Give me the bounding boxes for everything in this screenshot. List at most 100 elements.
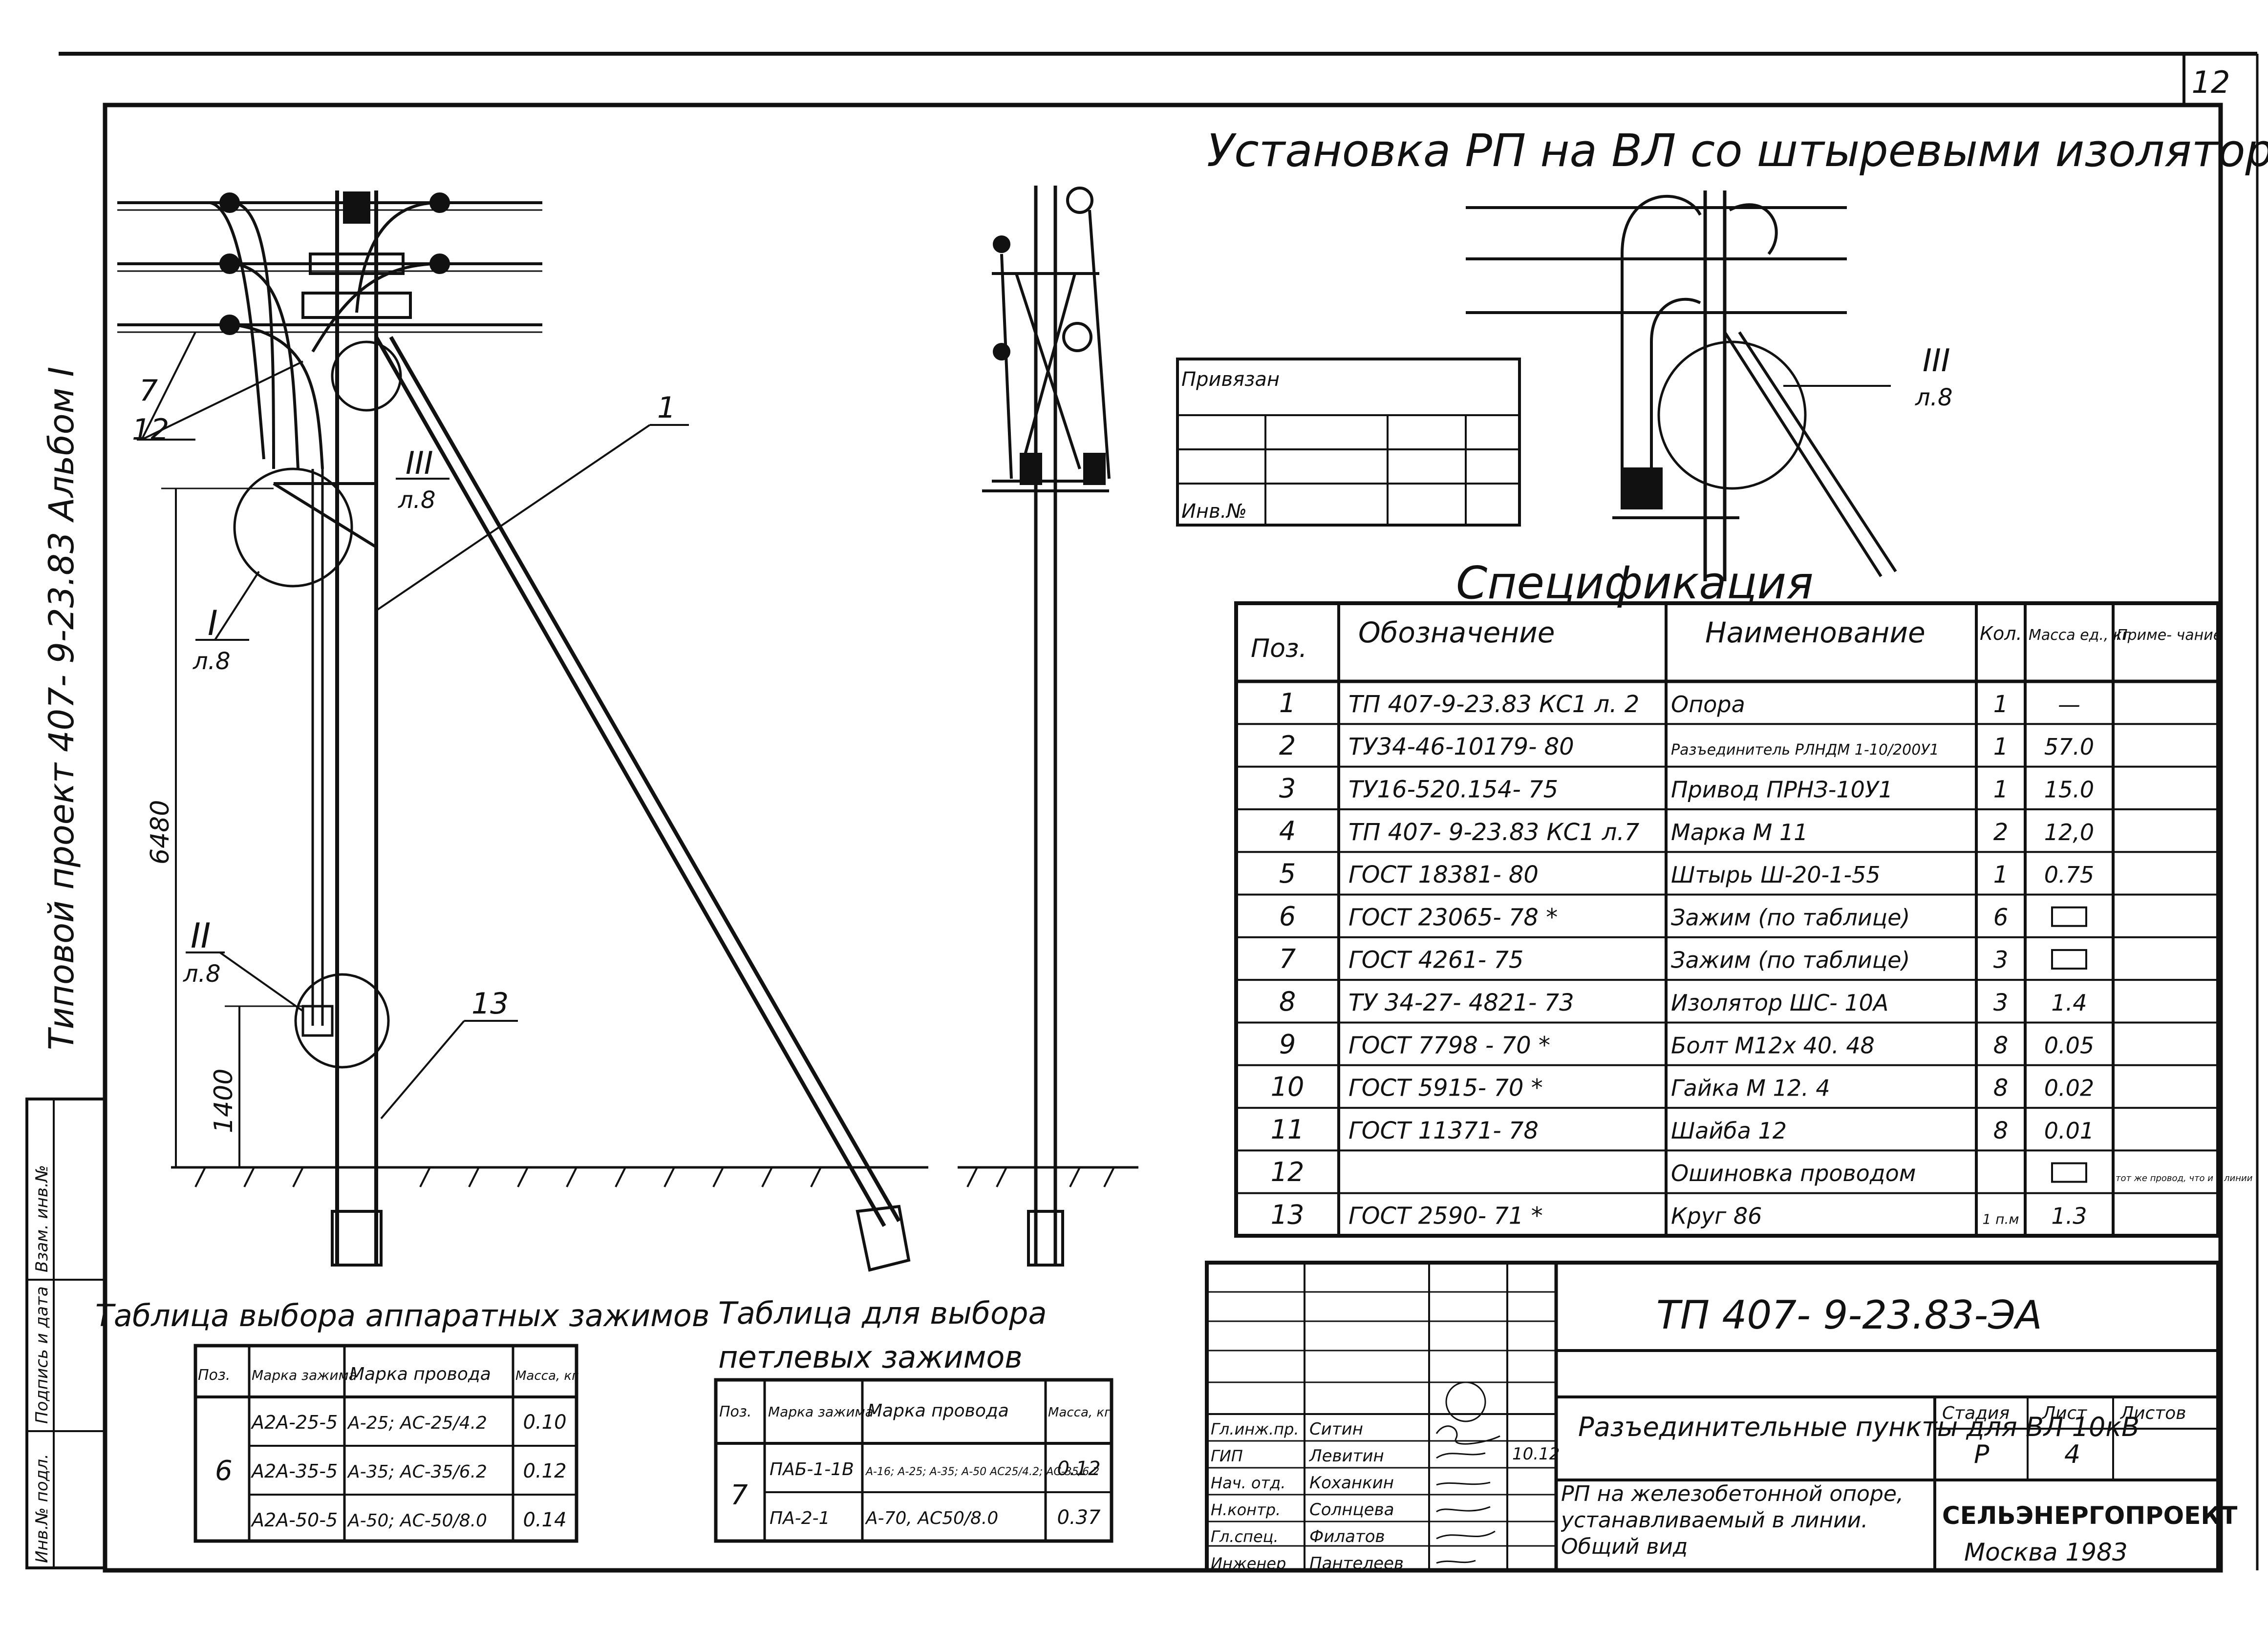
callout-1: 1 [657,391,676,425]
spec-header-qty: Кол. [1980,623,2022,644]
sheet-frame [59,52,2259,1573]
loop-cell-mark: ПА-2-1 [770,1508,830,1528]
spec-cell-pos: 5 [1279,858,1296,889]
person-role: Гл.спец. [1211,1527,1279,1546]
spec-cell-qty: 1 п.м [1982,1211,2019,1227]
title-sub: РП на железобетонной опоре, устанавливае… [1561,1481,1904,1559]
loop-pos: 7 [730,1479,748,1511]
spec-cell-pos: 2 [1279,730,1296,761]
title-main: Разъединительные пункты для ВЛ 10кВ [1578,1412,2140,1442]
title-block-grid [1205,1261,2220,1572]
spec-cell-pos: 6 [1279,901,1296,931]
spec-cell-qty: 1 [1993,776,2009,803]
approval-date: 10.12 [1512,1444,1560,1464]
spec-cell-pos: 9 [1279,1029,1296,1059]
title-main-line: Разъединительные пункты для ВЛ 10кВ [1578,1412,2140,1442]
apparatus-cell-mark: А2А-25-5 [250,1412,338,1433]
spec-cell-note: тот же провод, что и в линии [2116,1173,2253,1183]
binding-stamp [1176,358,1521,527]
side-label: Типовой проект 407- 9-23.83 Альбом I [42,367,82,1050]
spec-cell-designation: ТУ 34-27- 4821- 73 [1348,989,1574,1016]
apparatus-header-mark: Марка зажима [252,1367,357,1383]
spec-cell-pos: 10 [1271,1072,1305,1102]
apparatus-header-wire: Марка провода [349,1364,491,1384]
spec-cell-qty: 8 [1993,1075,2009,1102]
spec-cell-pos: 13 [1271,1200,1305,1230]
spec-cell-pos: 4 [1279,816,1296,846]
detail-node-III-ref: л.8 [1915,384,1952,411]
spec-cell-name: Штырь Ш-20-1-55 [1671,862,1881,888]
spec-cell-designation: ГОСТ 2590- 71 * [1348,1203,1543,1230]
spec-cell-pos: 12 [1271,1157,1305,1187]
city-year: Москва 1983 [1964,1538,2128,1566]
spec-header-mass: Масса ед., кг [2029,627,2130,644]
spec-cell-qty: 2 [1993,819,2009,846]
spec-cell-designation: ГОСТ 7798 - 70 * [1348,1032,1550,1059]
apparatus-cell-mass: 0.12 [523,1460,566,1482]
loop-cell-wire: А-70, АС50/8.0 [865,1508,998,1528]
spec-cell-designation: ТУ16-520.154- 75 [1348,776,1558,803]
spec-cell-designation: ГОСТ 23065- 78 * [1348,904,1558,931]
apparatus-cell-wire: А-25; АС-25/4.2 [347,1413,487,1433]
spec-cell-designation: ГОСТ 4261- 75 [1348,947,1523,974]
node-II-label: II [191,916,211,956]
loop-table-title-2: петлевых зажимов [718,1339,1023,1375]
node-I-label: I [208,603,218,643]
loop-header-mark: Марка зажима [768,1404,874,1420]
detail-node-III-label: III [1923,343,1950,379]
spec-cell-name: Зажим (по таблице) [1671,947,1910,973]
spec-cell-name: Марка М 11 [1671,819,1808,845]
spec-cell-pos: 1 [1279,688,1296,718]
side-stamp-inv: Инв.№ подл. [32,1454,52,1563]
apparatus-pos: 6 [215,1455,233,1487]
spec-cell-mass: 0.75 [2044,862,2094,888]
spec-cell-pos: 11 [1271,1114,1305,1145]
stage-value: Р [1974,1440,1990,1469]
document-code: ТП 407- 9-23.83-ЭА [1656,1292,2042,1338]
apparatus-cell-mark: А2А-50-5 [250,1509,338,1531]
apparatus-table-title: Таблица выбора аппаратных зажимов [95,1298,709,1333]
spec-cell-mass-box [2051,906,2087,927]
spec-cell-name: Шайба 12 [1671,1118,1787,1144]
spec-cell-name: Зажим (по таблице) [1671,904,1910,930]
spec-cell-mass-box [2051,949,2087,970]
side-view-drawing [958,186,1138,1267]
spec-cell-name: Ошиновка проводом [1671,1160,1916,1186]
node-III-label: III [406,445,433,482]
spec-table-grid [1234,601,2220,1238]
callout-12: 12 [132,413,169,447]
callout-7: 7 [139,374,158,408]
person-role: Н.контр. [1211,1500,1281,1519]
spec-cell-name: Опора [1671,691,1745,718]
spec-cell-designation: ТП 407- 9-23.83 КС1 л.7 [1348,819,1640,846]
side-stamp-replace: Взам. инв.№ [32,1165,52,1272]
person-role: Нач. отд. [1211,1474,1285,1492]
spec-cell-mass: 0.01 [2044,1118,2094,1144]
spec-cell-mass: 0.05 [2044,1032,2094,1058]
loop-header-pos: Поз. [719,1403,751,1420]
spec-header-pos: Поз. [1251,634,1307,663]
binding-stamp-inv: Инв.№ [1181,500,1247,523]
spec-cell-mass: 12,0 [2044,819,2094,845]
dimension-total: 6480 [146,800,175,865]
spec-cell-name: Гайка М 12. 4 [1671,1075,1830,1101]
loop-cell-wire: А-16; А-25; А-35; А-50 АС25/4.2; АС-35/6… [865,1466,1099,1478]
spec-cell-mass: 57.0 [2044,734,2094,760]
spec-cell-designation: ТП 407-9-23.83 КС1 л. 2 [1348,691,1639,718]
apparatus-cell-wire: А-50; АС-50/8.0 [347,1511,487,1531]
person-name: Коханкин [1309,1473,1394,1493]
spec-cell-qty: 3 [1993,947,2009,974]
sheet-label: Лист [2041,1403,2087,1423]
spec-cell-qty: 1 [1993,861,2009,888]
spec-cell-designation: ГОСТ 5915- 70 * [1348,1075,1543,1102]
spec-cell-designation: ГОСТ 18381- 80 [1348,861,1539,888]
callout-13: 13 [471,987,509,1021]
apparatus-cell-wire: А-35; АС-35/6.2 [347,1462,487,1482]
spec-cell-name: Привод ПРНЗ-10У1 [1671,776,1893,803]
loop-cell-mass: 0.37 [1057,1506,1101,1529]
title-sub-box: РП на железобетонной опоре, устанавливае… [1561,1481,1904,1559]
spec-cell-qty: 3 [1993,989,2009,1016]
apparatus-cell-mark: А2А-35-5 [250,1460,338,1482]
